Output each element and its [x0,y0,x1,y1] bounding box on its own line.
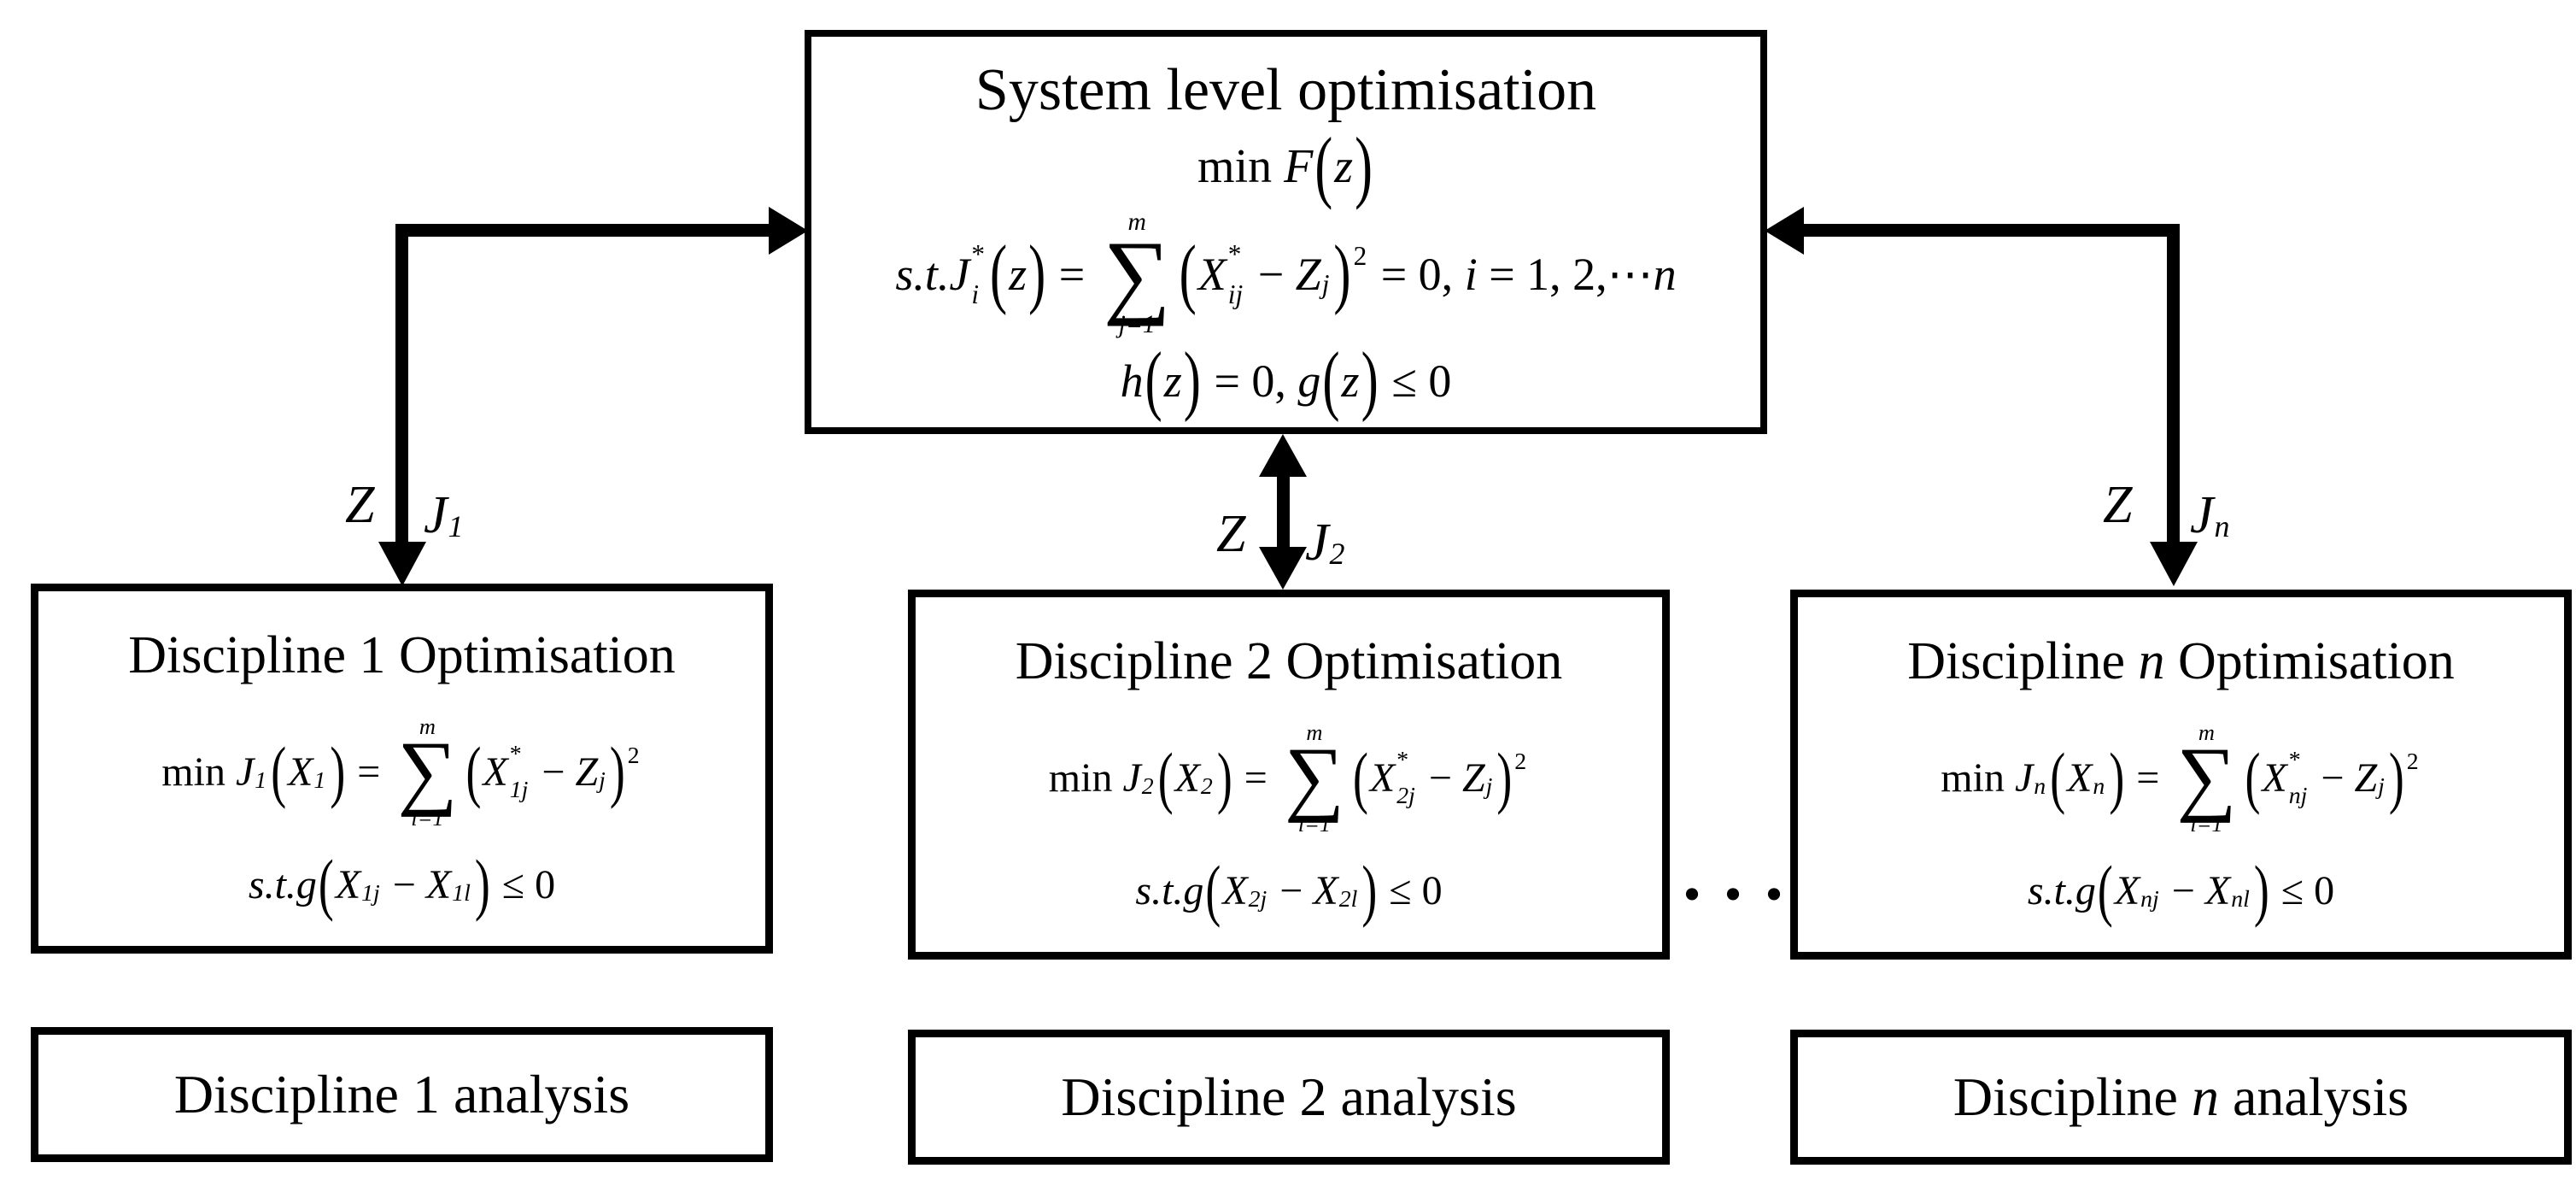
discipline-2-analysis-box: Discipline 2 analysis [908,1030,1670,1165]
arrow-into-system-bottom-arrowhead [1259,434,1307,477]
ellipsis-more-disciplines: ... [1679,807,1802,921]
arrow-system-to-discipline-1-vertical-line [395,224,408,545]
arrow-system-to-discipline-n-vertical-line [2167,224,2180,545]
discipline-n-optimisation-title: Discipline n Optimisation [1907,632,2455,691]
discipline-1-optimisation-title: Discipline 1 Optimisation [128,626,676,685]
system-level-optimisation-box: System level optimisation min F(z) s.t.J… [805,30,1767,434]
arrow-into-discipline-n-arrowhead [2150,542,2198,586]
arrow-into-system-left-arrowhead [769,207,808,255]
discipline-n-analysis-label: Discipline n analysis [1952,1066,2409,1127]
system-box-title: System level optimisation [975,56,1597,123]
system-objective-formula: min F(z) [1197,120,1373,211]
arrow-into-discipline-1-arrowhead [378,542,426,586]
discipline-1-analysis-box: Discipline 1 analysis [31,1027,773,1162]
label-z-discipline-2: Z [1216,505,1246,563]
arrow-discipline-1-to-system-horizontal-line [395,224,773,237]
label-z-discipline-1: Z [345,476,375,534]
label-z-discipline-n: Z [2103,476,2133,534]
discipline-1-analysis-label: Discipline 1 analysis [173,1064,630,1124]
arrow-system-discipline-2-vertical-line [1277,472,1290,550]
discipline-n-analysis-box: Discipline n analysis [1790,1030,2572,1165]
arrow-discipline-n-to-system-horizontal-line [1800,224,2180,237]
arrow-into-discipline-2-arrowhead [1259,547,1307,590]
arrow-into-system-right-arrowhead [1765,207,1804,255]
system-design-constraints-formula: h(z) = 0, g(z) ≤ 0 [1120,337,1452,424]
discipline-2-analysis-label: Discipline 2 analysis [1061,1066,1517,1127]
discipline-2-optimisation-title: Discipline 2 Optimisation [1015,632,1563,691]
